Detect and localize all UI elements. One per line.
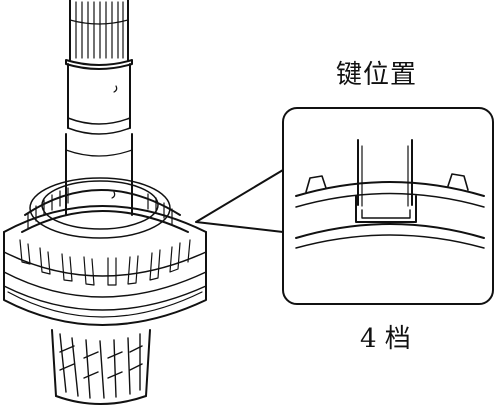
synchro-teeth bbox=[27, 187, 173, 229]
callout-ring-inner bbox=[295, 223, 485, 239]
key-position-label: 键位置 bbox=[336, 60, 418, 90]
shaft-body bbox=[67, 63, 131, 129]
shaft-lower bbox=[65, 133, 133, 216]
main-shaft bbox=[65, 0, 133, 216]
lower-helical-gear bbox=[51, 329, 151, 405]
shaft-splines bbox=[75, 1, 124, 59]
callout-ring-outer bbox=[295, 181, 485, 197]
synchronizer-assembly bbox=[3, 177, 207, 326]
key-slot bbox=[355, 139, 417, 223]
gear-body bbox=[3, 231, 207, 326]
callout-box bbox=[282, 107, 494, 305]
shaft-spline-edges bbox=[69, 0, 129, 61]
callout-pointer bbox=[195, 169, 284, 233]
gear-label: 4 档 bbox=[360, 324, 411, 354]
shaft-collar bbox=[65, 59, 133, 70]
gear-teeth bbox=[19, 239, 191, 286]
